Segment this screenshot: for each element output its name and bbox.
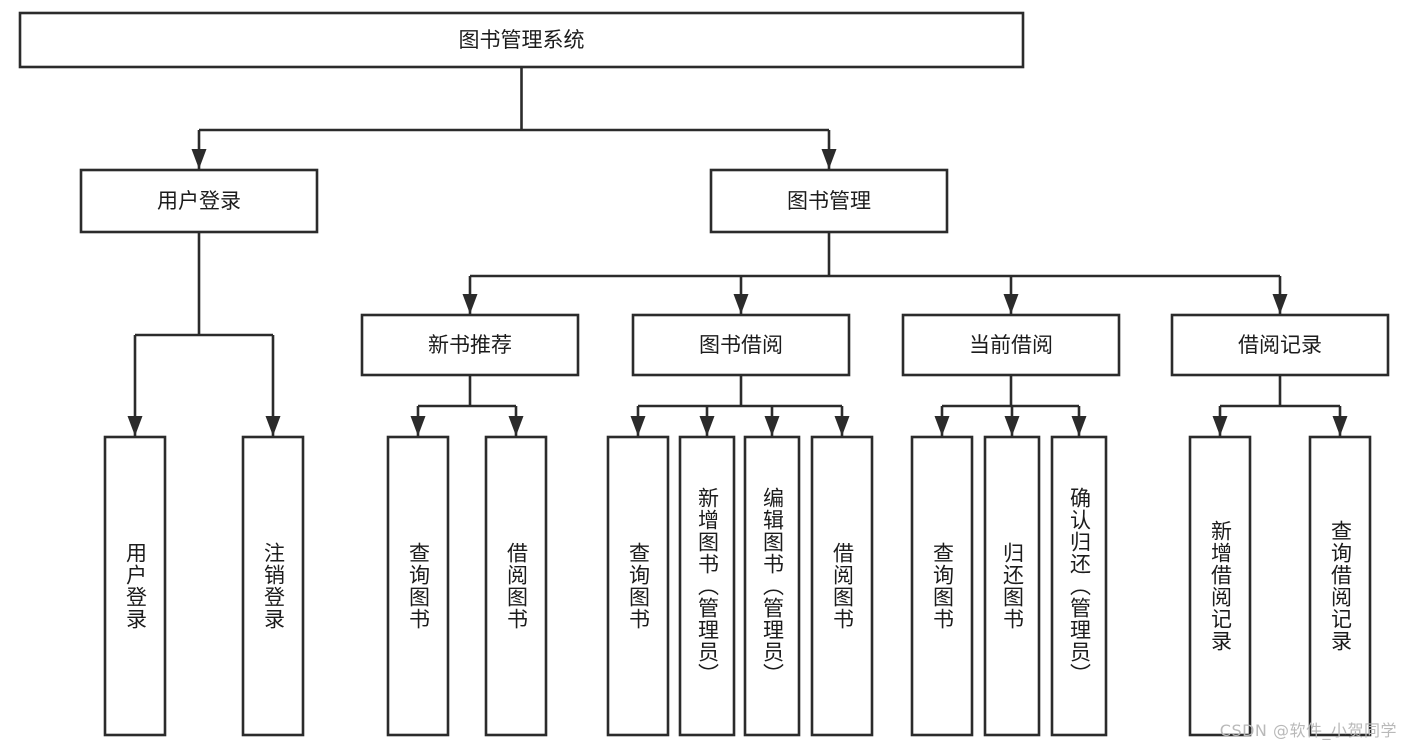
node-box-leaf-query-book-1[interactable]: [386, 435, 450, 737]
node-box-leaf-borrow-book-1[interactable]: [484, 435, 548, 737]
arrow-head: [1004, 416, 1020, 436]
node-box-current-borrow[interactable]: [901, 313, 1121, 377]
node-label-root: 图书管理系统: [459, 28, 585, 52]
node-label-book-borrow: 图书借阅: [699, 333, 783, 357]
arrow-head: [699, 416, 715, 436]
node-box-leaf-user-login[interactable]: [103, 435, 167, 737]
edges-layer: [127, 67, 1348, 436]
node-label-book-manage: 图书管理: [787, 189, 871, 213]
node-box-borrow-record[interactable]: [1170, 313, 1390, 377]
arrow-head: [1212, 416, 1228, 436]
arrow-head: [265, 416, 281, 436]
arrow-head: [834, 416, 850, 436]
node-label-current-borrow: 当前借阅: [969, 333, 1053, 357]
node-box-leaf-add-record[interactable]: [1188, 435, 1252, 737]
arrow-head: [410, 416, 426, 436]
arrow-head: [733, 294, 749, 314]
node-box-user-login[interactable]: [79, 168, 319, 234]
arrow-head: [934, 416, 950, 436]
arrow-head: [1332, 416, 1348, 436]
node-label-user-login: 用户登录: [157, 189, 241, 213]
node-box-leaf-borrow-book-2[interactable]: [810, 435, 874, 737]
arrow-head: [630, 416, 646, 436]
node-box-leaf-query-book-3[interactable]: [910, 435, 974, 737]
arrow-head: [462, 294, 478, 314]
node-label-new-book-rec: 新书推荐: [428, 333, 512, 357]
arrow-head: [127, 416, 143, 436]
arrow-head: [764, 416, 780, 436]
arrow-head: [1272, 294, 1288, 314]
node-box-leaf-edit-book[interactable]: [743, 435, 801, 737]
node-box-leaf-query-record[interactable]: [1308, 435, 1372, 737]
node-label-borrow-record: 借阅记录: [1238, 333, 1322, 357]
node-box-leaf-logout[interactable]: [241, 435, 305, 737]
node-box-book-borrow[interactable]: [631, 313, 851, 377]
arrow-head: [191, 149, 207, 169]
node-box-leaf-return-book[interactable]: [983, 435, 1041, 737]
node-box-leaf-query-book-2[interactable]: [606, 435, 670, 737]
node-box-book-manage[interactable]: [709, 168, 949, 234]
node-box-leaf-add-book[interactable]: [678, 435, 736, 737]
arrow-head: [508, 416, 524, 436]
node-box-leaf-confirm-return[interactable]: [1050, 435, 1108, 737]
arrow-head: [821, 149, 837, 169]
arrow-head: [1003, 294, 1019, 314]
node-box-new-book-rec[interactable]: [360, 313, 580, 377]
csdn-watermark: CSDN @软件_小贺同学: [1219, 721, 1397, 740]
boxes-layer: [18, 11, 1390, 737]
arrow-head: [1071, 416, 1087, 436]
node-box-root[interactable]: [18, 11, 1025, 69]
